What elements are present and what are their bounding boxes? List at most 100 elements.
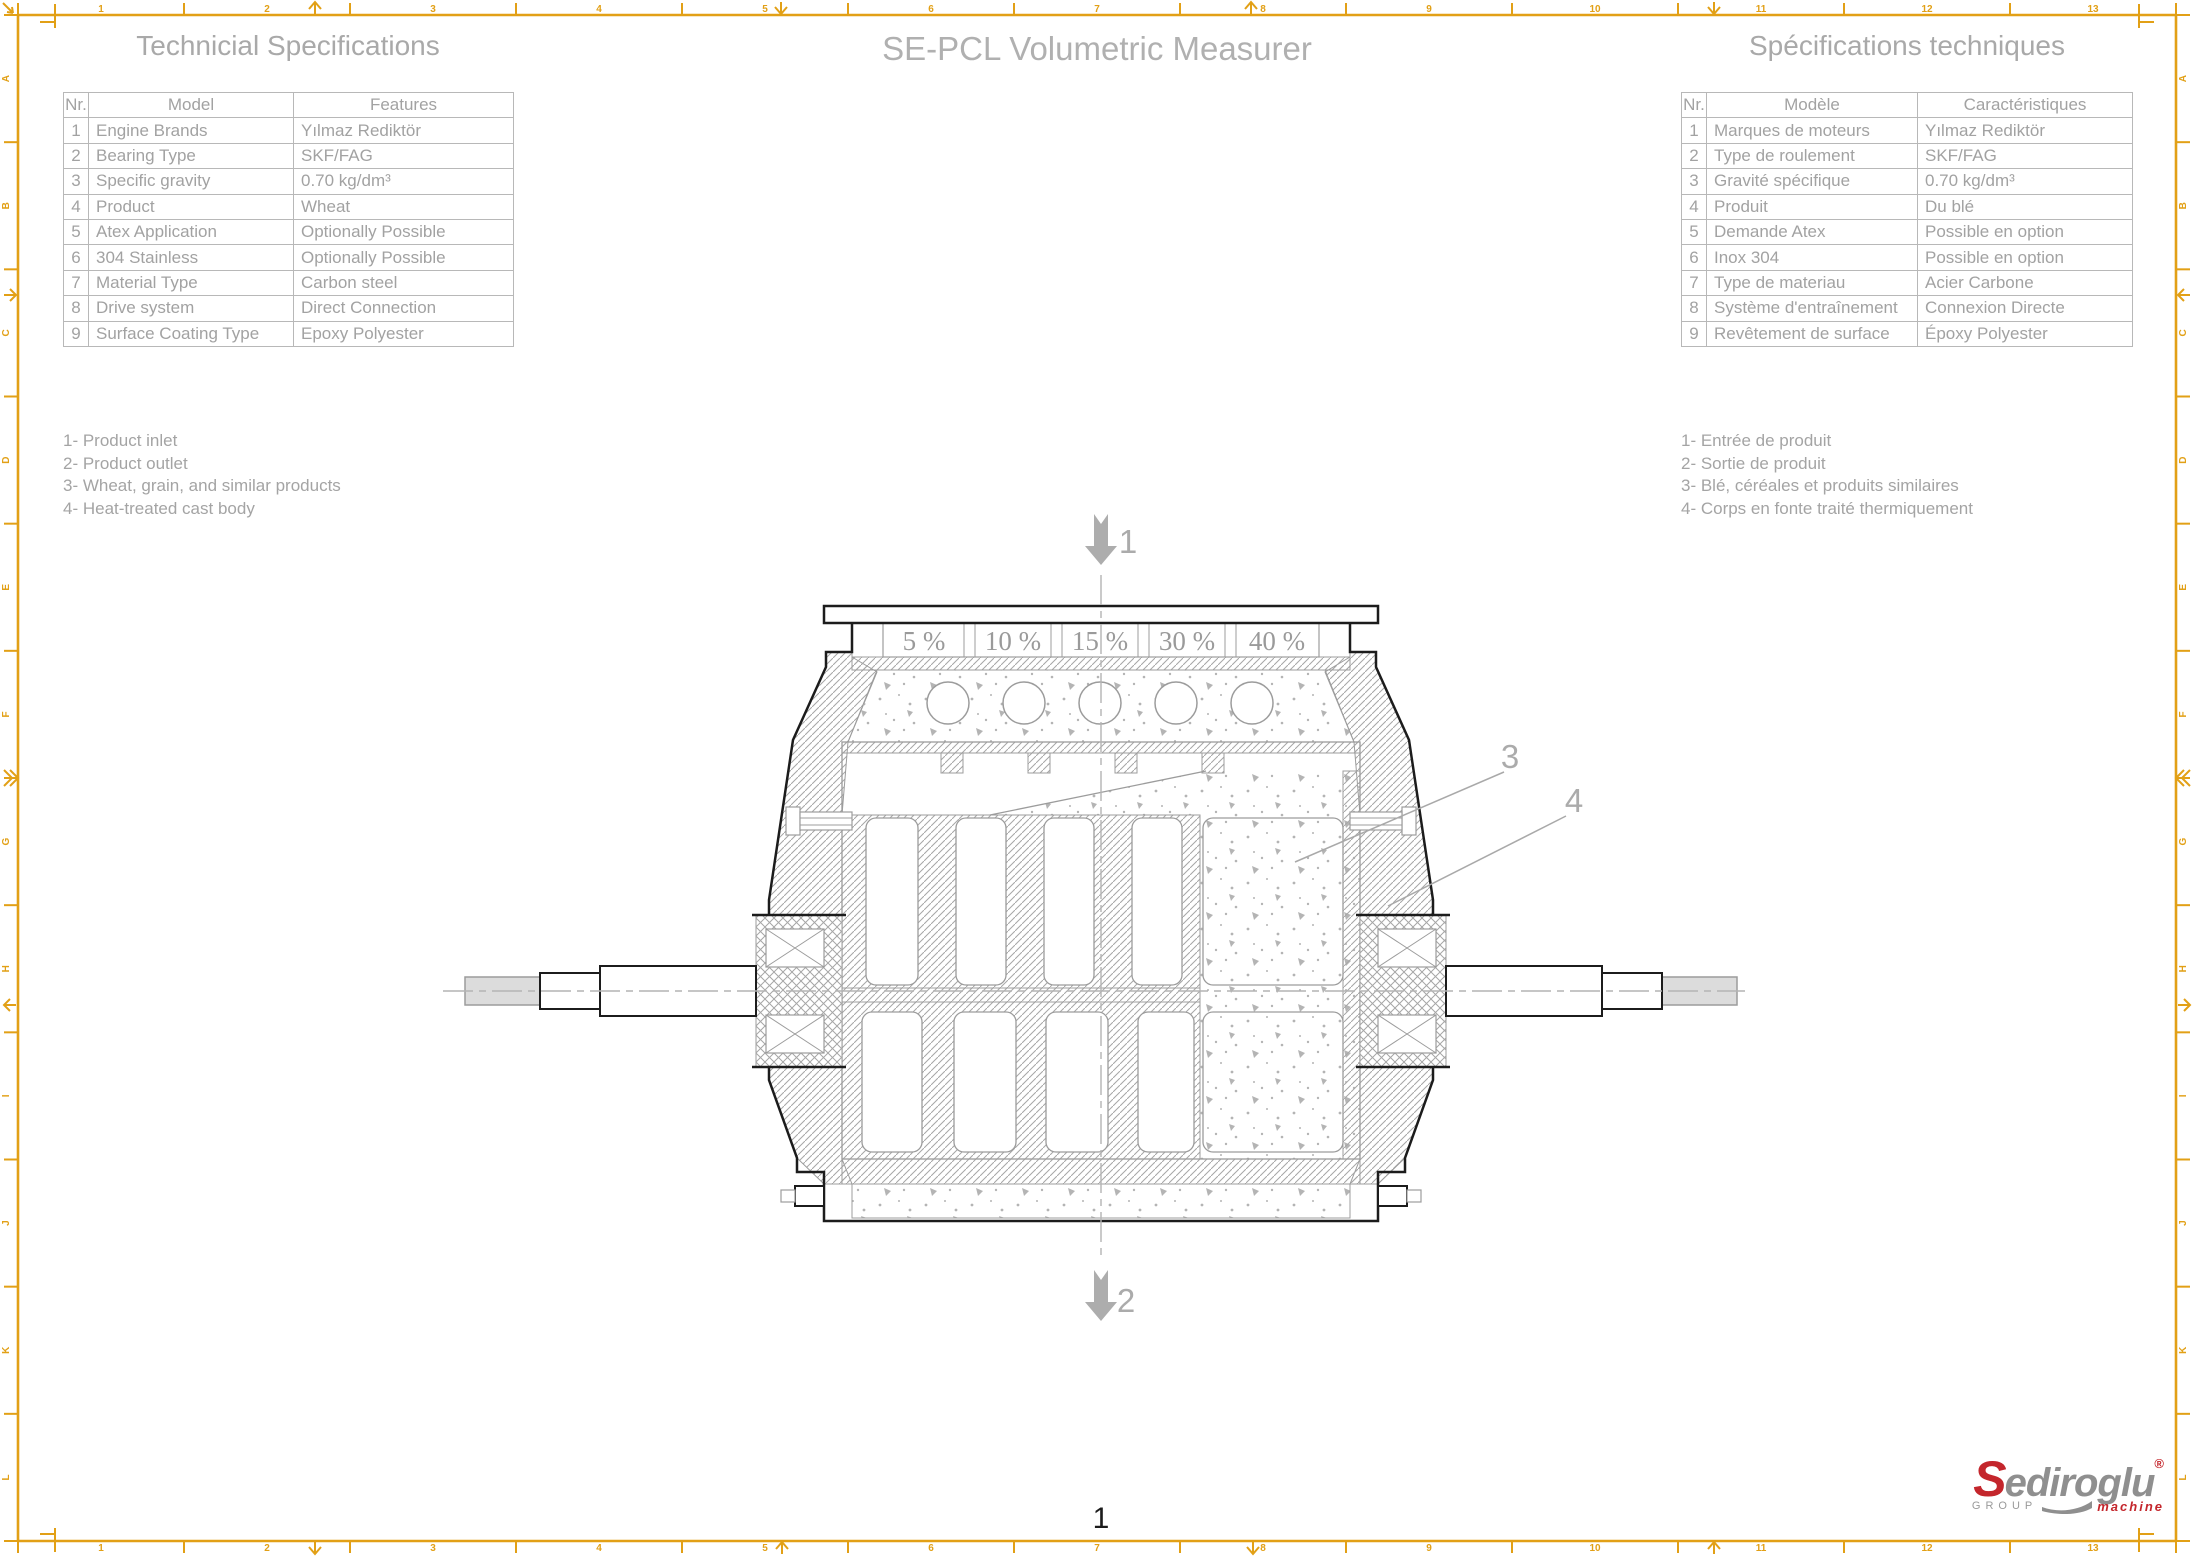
table-row: 5 Atex Application Optionally Possible	[63, 218, 514, 246]
note-line: 1- Product inlet	[63, 431, 178, 450]
centerlines	[443, 575, 1745, 1255]
cell-features: Direct Connection	[293, 295, 514, 322]
table-row: 7 Type de materiau Acier Carbone	[1681, 269, 2133, 297]
cell-caracteristiques: Connexion Directe	[1917, 295, 2133, 322]
svg-text:A: A	[1, 75, 12, 82]
callout-1-label: 1	[1119, 523, 1137, 560]
svg-text:12: 12	[1921, 1543, 1933, 1554]
cell-modele: Type de materiau	[1706, 269, 1918, 297]
svg-text:4: 4	[596, 1543, 602, 1554]
svg-text:2: 2	[264, 1543, 270, 1554]
cell-model: Drive system	[88, 295, 294, 322]
registered-mark-icon: ®	[2154, 1456, 2164, 1471]
cell-model: Product	[88, 193, 294, 220]
cell-caracteristiques: Acier Carbone	[1917, 269, 2133, 297]
company-logo: Sediroglu® GROUP machine	[1916, 1454, 2164, 1514]
cell-nr: 4	[63, 193, 89, 220]
logo-wordmark: Sediroglu®	[1916, 1454, 2164, 1504]
svg-text:G: G	[2178, 837, 2189, 845]
svg-text:B: B	[2178, 202, 2189, 209]
cell-nr: 6	[63, 244, 89, 271]
logo-swoosh-icon	[2042, 1501, 2093, 1514]
section-title-french: Spécifications techniques	[1749, 30, 2065, 61]
svg-text:11: 11	[1756, 1543, 1767, 1554]
svg-text:G: G	[1, 837, 12, 845]
logo-subline: GROUP machine	[1916, 1498, 2164, 1514]
callout-2-label: 2	[1117, 1282, 1135, 1319]
cell-model: Surface Coating Type	[88, 320, 294, 347]
cell-nr: 8	[1681, 295, 1707, 322]
table-header-row: Nr. Modèle Caractéristiques	[1681, 91, 2133, 119]
outlet-arrow: 2	[1085, 1270, 1135, 1321]
percent-label-40: 40 %	[1249, 626, 1305, 656]
cell-features: Wheat	[293, 193, 514, 220]
logo-group-text: GROUP	[1971, 1499, 2038, 1512]
col-header-nr: Nr.	[1681, 91, 1707, 119]
svg-text:8: 8	[1260, 4, 1266, 15]
cell-features: Optionally Possible	[293, 244, 514, 271]
cell-model: Material Type	[88, 269, 294, 297]
svg-text:B: B	[1, 202, 12, 209]
table-row: 4 Product Wheat	[63, 193, 514, 220]
note-line: 2- Sortie de produit	[1681, 453, 1826, 473]
cell-caracteristiques: SKF/FAG	[1917, 142, 2133, 170]
table-row: 5 Demande Atex Possible en option	[1681, 218, 2133, 246]
svg-text:8: 8	[1260, 1543, 1266, 1554]
svg-text:3: 3	[430, 1543, 436, 1554]
cell-caracteristiques: Possible en option	[1917, 218, 2133, 246]
svg-text:D: D	[1, 456, 12, 463]
svg-text:L: L	[1, 1474, 12, 1480]
machine-cross-section-diagram: 5 % 10 % 15 % 30 % 40 %	[443, 514, 1745, 1321]
svg-text:5: 5	[762, 1543, 768, 1554]
cell-caracteristiques: 0.70 kg/dm³	[1917, 168, 2133, 195]
col-header-model: Model	[88, 91, 294, 119]
cell-caracteristiques: Yılmaz Rediktör	[1917, 117, 2133, 144]
logo-s-letter: S	[1973, 1451, 2006, 1507]
svg-text:6: 6	[928, 1543, 934, 1554]
svg-text:1: 1	[98, 1543, 104, 1554]
table-row: 9 Revêtement de surface Époxy Polyester	[1681, 320, 2133, 347]
svg-text:7: 7	[1094, 1543, 1100, 1554]
percent-label-15: 15 %	[1072, 626, 1128, 656]
left-bearing-assembly	[752, 913, 846, 1069]
svg-text:H: H	[2178, 965, 2189, 972]
cell-nr: 7	[63, 269, 89, 297]
cell-nr: 1	[1681, 117, 1707, 144]
table-row: 6 Inox 304 Possible en option	[1681, 244, 2133, 271]
svg-text:I: I	[1, 1094, 12, 1097]
svg-text:11: 11	[1756, 4, 1767, 15]
flange-bolts	[780, 806, 1422, 1207]
callout-3-label: 3	[1501, 738, 1519, 775]
cell-nr: 4	[1681, 193, 1707, 220]
inner-chamber	[841, 741, 1361, 1219]
cell-model: Atex Application	[88, 218, 294, 246]
cell-nr: 2	[63, 142, 89, 170]
cell-caracteristiques: Du blé	[1917, 193, 2133, 220]
note-line: 3- Wheat, grain, and similar products	[63, 476, 341, 496]
table-header-row: Nr. Model Features	[63, 91, 514, 119]
cell-model: Specific gravity	[88, 168, 294, 195]
svg-text:J: J	[1, 1220, 12, 1226]
note-line: 3- Blé, céréales et produits similaires	[1681, 476, 1959, 496]
cell-modele: Produit	[1706, 193, 1918, 220]
svg-text:E: E	[1, 584, 12, 591]
cell-features: SKF/FAG	[293, 142, 514, 170]
table-row: 9 Surface Coating Type Epoxy Polyester	[63, 320, 514, 347]
svg-text:1: 1	[98, 4, 104, 15]
page-number: 1	[1092, 1502, 1110, 1535]
cell-nr: 3	[1681, 168, 1707, 195]
table-row: 2 Type de roulement SKF/FAG	[1681, 142, 2133, 170]
logo-name: ediroglu	[2004, 1461, 2156, 1505]
table-row: 7 Material Type Carbon steel	[63, 269, 514, 297]
svg-text:C: C	[1, 329, 12, 336]
table-row: 6 304 Stainless Optionally Possible	[63, 244, 514, 271]
cell-nr: 5	[1681, 218, 1707, 246]
cell-modele: Système d'entraînement	[1706, 295, 1918, 322]
svg-text:9: 9	[1426, 1543, 1432, 1554]
table-row: 1 Engine Brands Yılmaz Rediktör	[63, 117, 514, 144]
cell-nr: 6	[1681, 244, 1707, 271]
svg-text:13: 13	[2087, 1543, 2099, 1554]
svg-text:10: 10	[1589, 1543, 1601, 1554]
cell-nr: 9	[63, 320, 89, 347]
